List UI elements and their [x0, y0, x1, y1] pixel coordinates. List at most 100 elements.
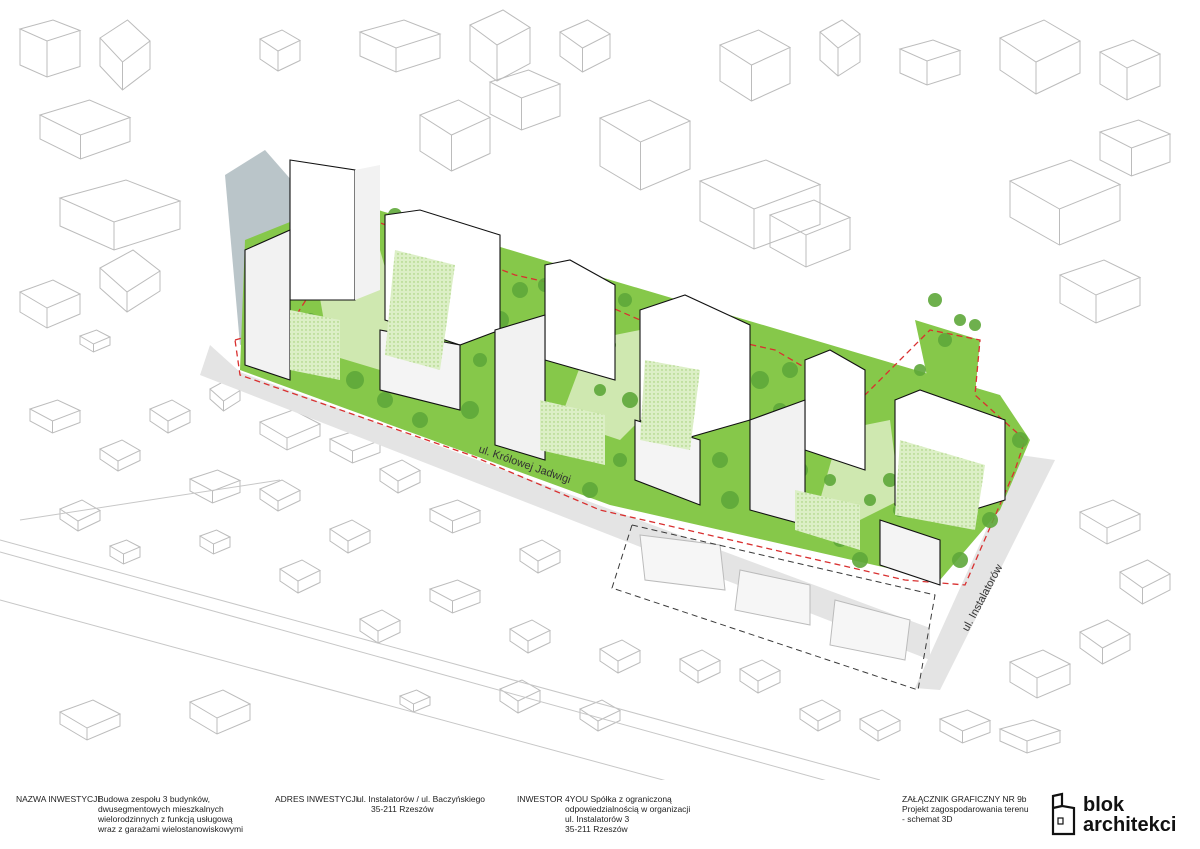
- tree: [412, 412, 428, 428]
- garage-buildings: [639, 534, 911, 661]
- context-building: [558, 19, 612, 73]
- tree: [1012, 432, 1028, 448]
- tree: [952, 552, 968, 568]
- context-building: [258, 409, 322, 451]
- context-building: [819, 19, 861, 77]
- context-building: [198, 529, 232, 555]
- context-building: [28, 399, 82, 434]
- site-plan-3d-scheme: ul. Królowej Jadwigi ul. Instalatorów: [0, 9, 1172, 780]
- tree: [928, 293, 942, 307]
- attachment-info: ZAŁĄCZNIK GRAFICZNY NR 9b Projekt zagosp…: [902, 794, 1029, 824]
- building-2: [494, 259, 751, 506]
- context-building: [578, 699, 622, 732]
- tree: [346, 371, 364, 389]
- investor-label: INWESTOR: [517, 794, 563, 804]
- investor: 4YOU Spółka z ograniczoną odpowiedzialno…: [565, 794, 691, 834]
- tree: [618, 293, 632, 307]
- context-building: [498, 679, 542, 714]
- context-building: [898, 39, 962, 86]
- tree: [954, 314, 966, 326]
- tree: [512, 282, 528, 298]
- building-logo-icon: [1051, 792, 1076, 836]
- context-building: [99, 249, 161, 313]
- address-label: ADRES INWESTYCJI: [275, 794, 359, 804]
- context-building: [428, 499, 482, 534]
- context-building: [258, 479, 302, 512]
- tree: [824, 474, 836, 486]
- title-block: NAZWA INWESTYCJI Budowa zespołu 3 budynk…: [0, 780, 1200, 849]
- context-building: [328, 519, 372, 554]
- tree: [582, 482, 598, 498]
- context-building: [998, 19, 1082, 95]
- context-building: [18, 279, 82, 329]
- logo-word-architekci: architekci: [1083, 814, 1177, 836]
- context-building: [99, 19, 151, 91]
- tree: [938, 333, 952, 347]
- tree: [969, 319, 981, 331]
- tree: [883, 473, 897, 487]
- context-building: [738, 659, 782, 694]
- investment-name: Budowa zespołu 3 budynków, dwusegmentowy…: [98, 794, 244, 834]
- context-building: [258, 29, 302, 72]
- context-building: [508, 619, 552, 654]
- tree: [721, 491, 739, 509]
- context-building: [798, 699, 842, 732]
- context-building: [108, 539, 142, 565]
- context-building: [358, 609, 402, 644]
- garage-site-boundary: [611, 524, 936, 691]
- context-building: [58, 499, 102, 532]
- investment-name-label: NAZWA INWESTYCJI: [16, 794, 100, 804]
- context-building: [1078, 499, 1142, 545]
- tree: [782, 362, 798, 378]
- tree: [594, 384, 606, 396]
- tree: [982, 512, 998, 528]
- context-building: [768, 199, 852, 268]
- logo-word-blok: blok: [1083, 794, 1125, 816]
- context-building: [1008, 159, 1122, 246]
- tree: [473, 353, 487, 367]
- context-building: [58, 179, 182, 251]
- context-building: [18, 19, 82, 78]
- blok-architekci-logo: blok architekci: [1050, 790, 1190, 840]
- context-building: [378, 459, 422, 494]
- context-building: [38, 99, 132, 160]
- tree: [864, 494, 876, 506]
- context-building: [98, 439, 142, 472]
- tree: [914, 364, 926, 376]
- context-building: [78, 329, 112, 353]
- context-building: [1058, 259, 1142, 324]
- context-building: [148, 399, 192, 434]
- tree: [461, 401, 479, 419]
- context-building: [598, 99, 692, 191]
- context-building: [998, 719, 1062, 754]
- context-building: [58, 699, 122, 741]
- context-building: [698, 159, 822, 250]
- context-building: [938, 709, 992, 744]
- building-3: [749, 349, 1006, 586]
- context-building: [428, 579, 482, 614]
- context-building: [1008, 649, 1072, 699]
- context-building: [469, 9, 531, 82]
- context-building: [188, 469, 242, 504]
- context-building: [1098, 39, 1162, 101]
- tree: [377, 392, 393, 408]
- context-building: [598, 639, 642, 674]
- tree: [712, 452, 728, 468]
- context-building: [678, 649, 722, 684]
- context-building: [1098, 119, 1172, 177]
- context-building: [398, 689, 432, 713]
- context-building: [188, 689, 252, 735]
- context-building: [278, 559, 322, 594]
- rail-lines: [0, 479, 881, 780]
- context-building: [1078, 619, 1132, 665]
- tree: [751, 371, 769, 389]
- context-buildings: [18, 9, 1172, 754]
- site-boundary: [234, 214, 1026, 586]
- context-building: [418, 99, 492, 172]
- address: ul. Instalatorów / ul. Baczyńskiego 35-2…: [357, 794, 486, 814]
- context-building: [1118, 559, 1172, 605]
- context-building: [488, 69, 562, 131]
- building-1: [244, 159, 501, 411]
- context-building: [518, 539, 562, 574]
- tree: [622, 392, 638, 408]
